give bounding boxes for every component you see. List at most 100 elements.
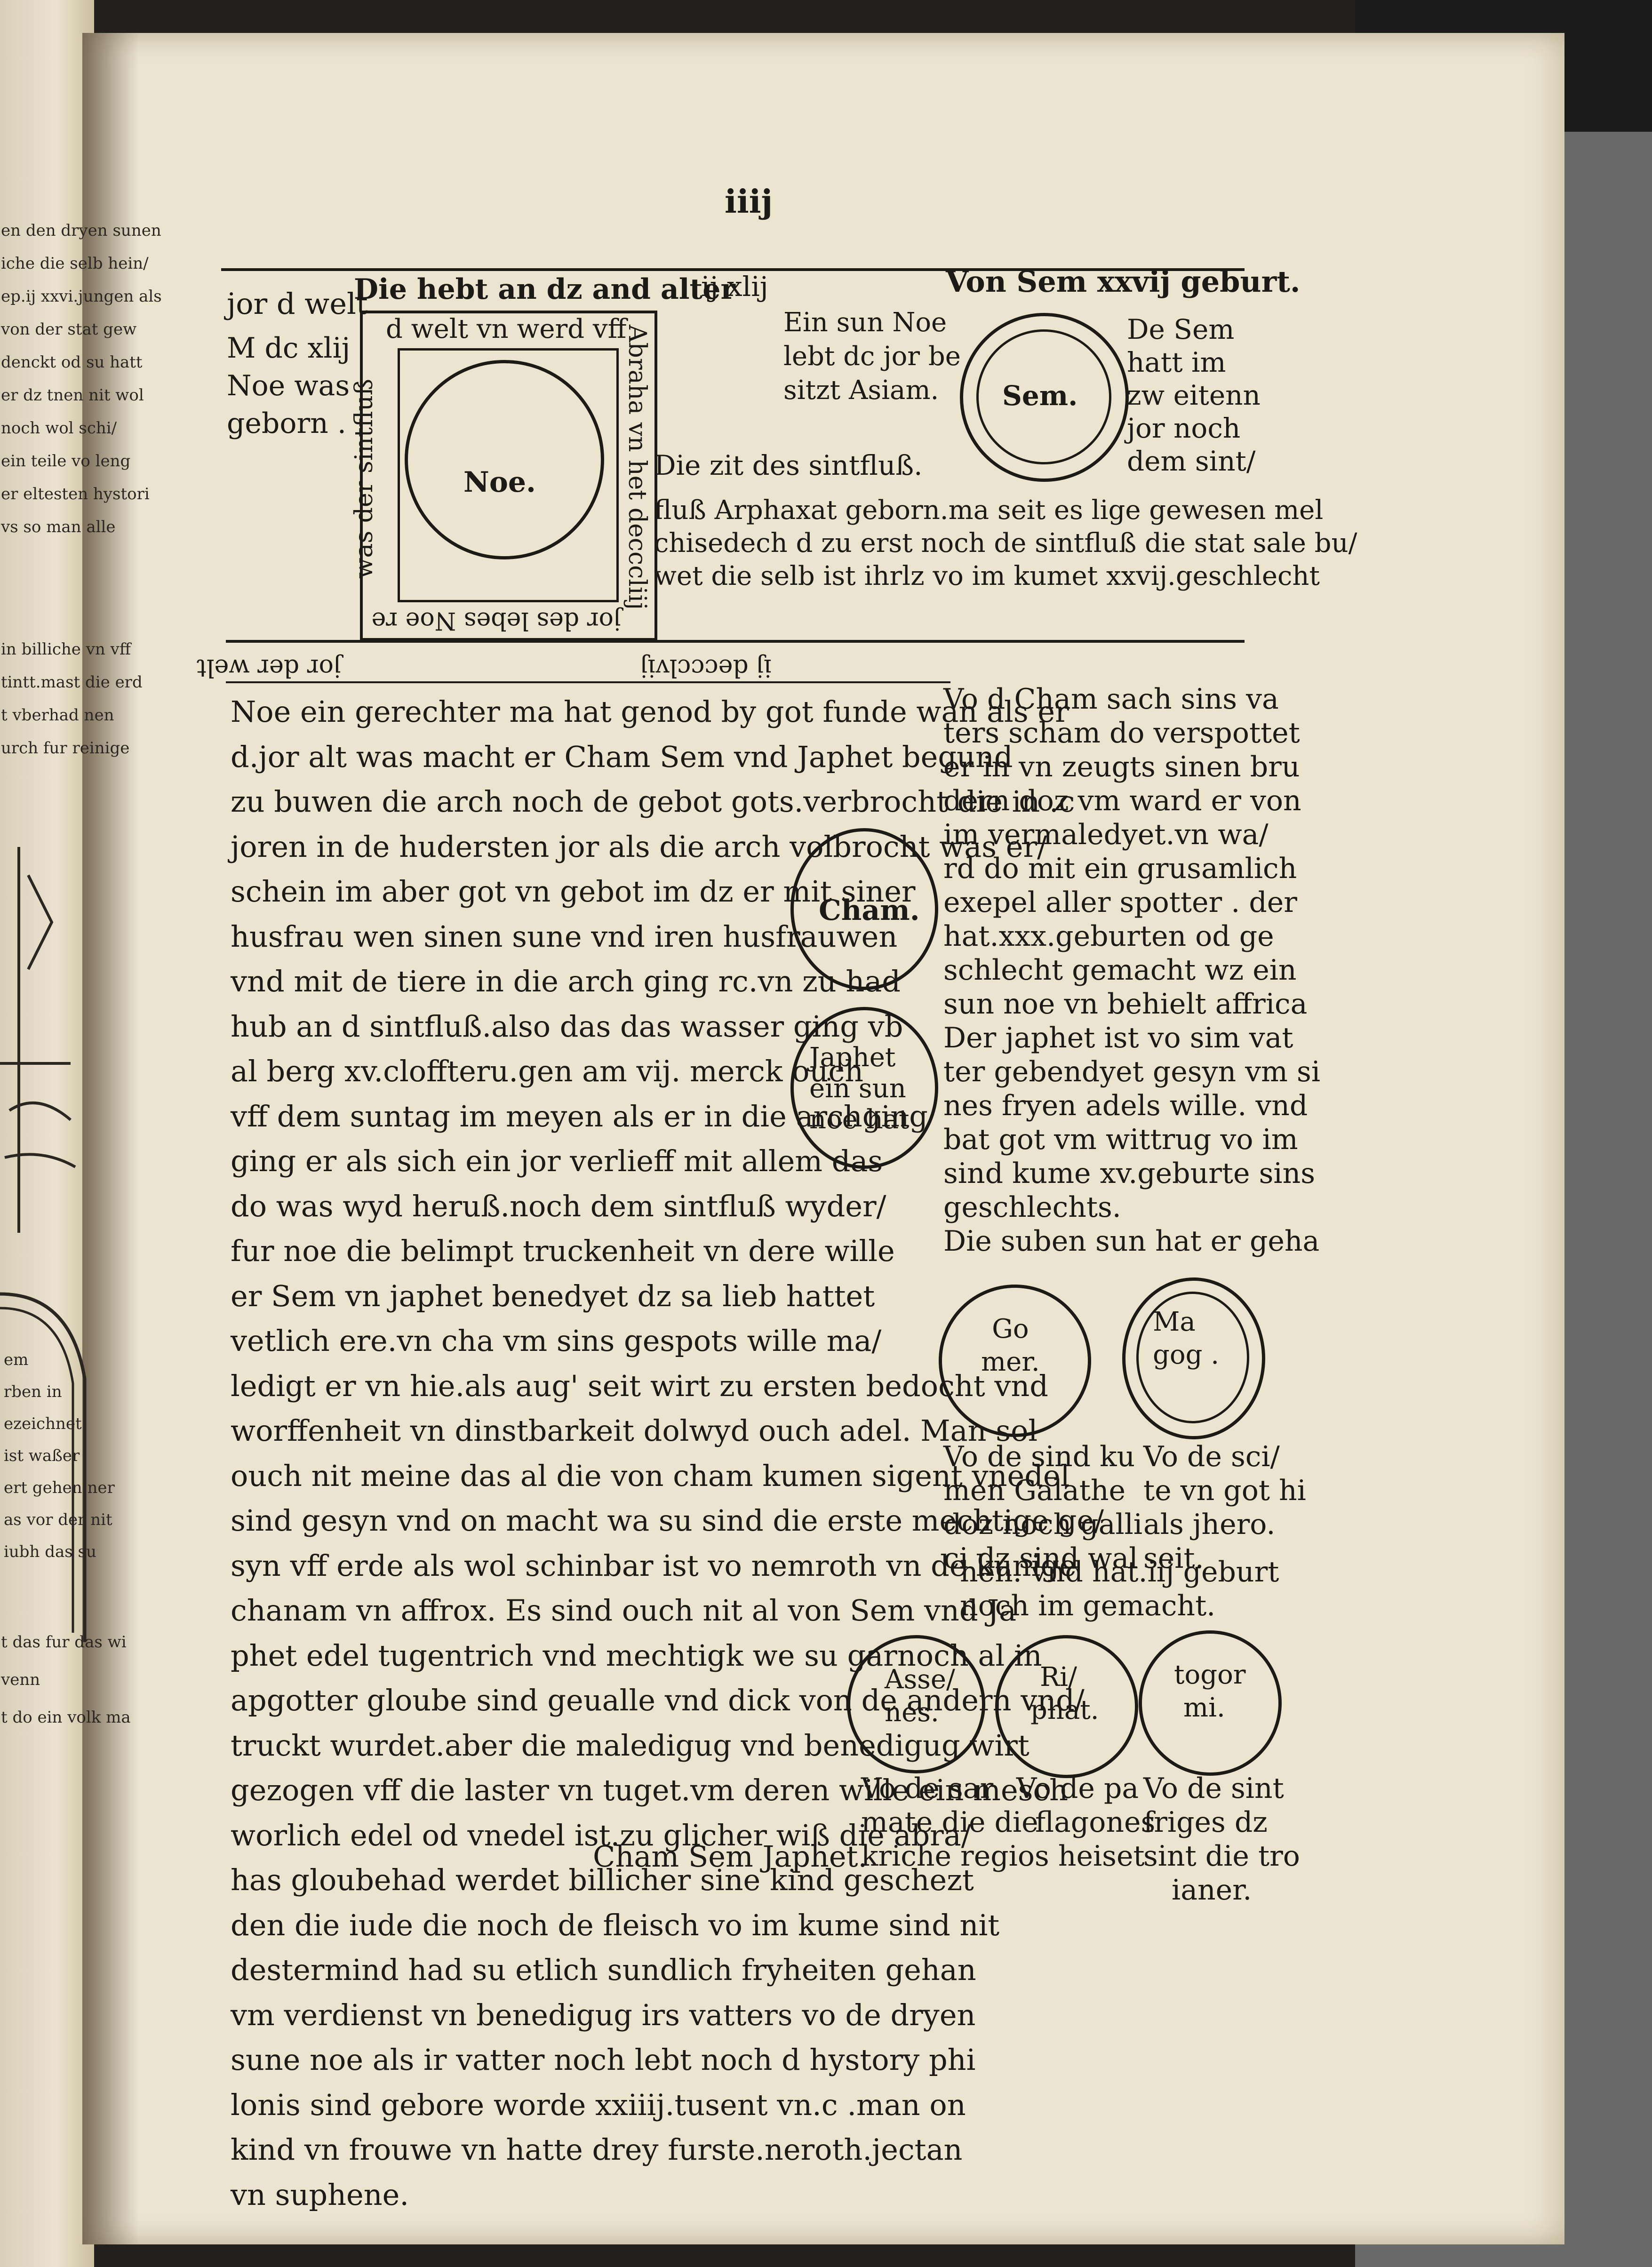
fragment-line: as vor der nit — [4, 1510, 112, 1529]
caption-line: mate die die — [861, 1806, 1038, 1839]
magog-circle-outer — [1122, 1277, 1265, 1439]
main-line: worffenheit vn dinstbarkeit dolwyd ouch … — [231, 1413, 1038, 1448]
gomer-text-line: doz noch galli — [943, 1508, 1143, 1541]
gomer-text-line: noch im gemacht. — [960, 1589, 1216, 1622]
page-number: iiij — [725, 183, 773, 221]
japhet-line: noe hat — [809, 1104, 910, 1135]
header-right: Von Sem xxvij geburt. — [946, 264, 1301, 299]
sem-right-line: dem sint/ — [1127, 445, 1256, 477]
noe-circle — [405, 360, 604, 559]
noe-circle-label: Noe. — [463, 466, 536, 499]
gomer-text-line: Vo de sind ku — [943, 1440, 1135, 1473]
sem-right-text: De Sem hatt im zw eitenn jor noch dem si… — [1127, 313, 1261, 478]
main-line: den die iude die noch de fleisch vo im k… — [231, 1908, 1000, 1942]
gomer-line: mer. — [981, 1347, 1040, 1377]
fragment-line: venn — [1, 1670, 40, 1689]
magog-circle-inner — [1136, 1292, 1249, 1423]
magog-text-line: Vo de sci/ — [1143, 1440, 1280, 1473]
fragment-line: ert gehen ner — [4, 1478, 115, 1497]
main-line: sind gesyn vnd on macht wa su sind die e… — [231, 1503, 1104, 1538]
fragment-line: em — [4, 1350, 29, 1369]
fragment-line: von der stat gew — [1, 320, 137, 339]
riphat-line: Ri/ — [1040, 1662, 1077, 1692]
togormi-circle-label: togor mi. — [1174, 1659, 1246, 1724]
caption-togormi: Vo de sint friges dz sint die tro ianer. — [1143, 1772, 1300, 1907]
right-line: er in vn zeugts sinen bru — [943, 750, 1300, 783]
header-left: jor d welt — [227, 287, 368, 321]
sem-circle-label: Sem. — [1002, 380, 1078, 412]
fragment-line: er eltesten hystori — [1, 485, 150, 503]
fragment-line: ist waßer — [4, 1446, 80, 1465]
note-line: M dc xlij — [227, 332, 351, 365]
riphat-circle — [995, 1635, 1138, 1778]
right-line: Vo d Cham sach sins va — [943, 683, 1279, 716]
header-folio: ij xlij — [701, 271, 768, 303]
fragment-line: ep.ij xxvi.jungen als — [1, 287, 162, 306]
gomer-text-line: ci dz sind wal — [943, 1542, 1138, 1575]
main-line: gezogen vff die laster vn tuget.vm deren… — [231, 1773, 1069, 1807]
main-line: fur noe die belimpt truckenheit vn dere … — [231, 1234, 895, 1268]
fragment-line: tintt.mast die erd — [1, 673, 143, 692]
noe-frame-right-text: Abraha vn het decccliij — [623, 325, 651, 610]
main-line: vn suphene. — [231, 2177, 409, 2212]
sem-intro-line: lebt dc jor be — [783, 341, 961, 372]
right-column-text: Vo d Cham sach sins va ters scham do ver… — [943, 682, 1320, 1258]
asenes-circle — [847, 1635, 985, 1773]
sem-intro-line: sitzt Asiam. — [783, 375, 939, 406]
fragment-line: t vberhad nen — [1, 706, 114, 725]
togormi-line: togor — [1174, 1660, 1246, 1690]
fragment-line: rben in — [4, 1382, 62, 1401]
main-line: vm verdienst vn benedigug irs vatters vo… — [231, 1997, 976, 2032]
sem-right-line: jor noch — [1127, 412, 1241, 444]
sem-intro-line: Ein sun Noe — [783, 307, 947, 338]
right-line: Der japhet ist vo sim vat — [943, 1022, 1293, 1054]
main-line: chanam vn affrox. Es sind ouch nit al vo… — [231, 1593, 1017, 1628]
sem-right-line: De Sem — [1127, 313, 1235, 345]
main-line: sune noe als ir vatter noch lebt noch d … — [231, 2043, 976, 2077]
fragment-line: in billiche vn vff — [1, 640, 131, 659]
fragment-line: ezeichnet — [4, 1414, 82, 1433]
asenes-line: Asse/ — [885, 1664, 955, 1695]
main-line: kind vn frouwe vn hatte drey furste.nero… — [231, 2132, 963, 2167]
sem-full-text: fluß Arphaxat geborn.ma seit es lige gew… — [654, 494, 1357, 593]
caption-line: friges dz — [1143, 1806, 1268, 1839]
togormi-circle — [1139, 1630, 1282, 1776]
main-line: al berg xv.cloffteru.gen am vij. merck o… — [231, 1054, 864, 1088]
sem-circle-outer — [960, 313, 1129, 482]
main-line: ging er als sich ein jor verlieff mit al… — [231, 1144, 883, 1178]
caption-line: Vo de sar — [861, 1772, 994, 1805]
magog-line: gog . — [1153, 1340, 1220, 1370]
arch-border-icon — [0, 1292, 87, 1642]
gomer-circle-label: Go mer. — [981, 1313, 1040, 1379]
gomer-text-line: men Galathe — [943, 1474, 1126, 1507]
main-line: vetlich ere.vn cha vm sins gespots wille… — [231, 1324, 882, 1358]
togormi-line: mi. — [1183, 1692, 1225, 1723]
japhet-circle — [790, 1007, 938, 1169]
caption-line: sint die tro — [1143, 1840, 1300, 1873]
sem-full-line: chisedech d zu erst noch de sintfluß die… — [654, 528, 1357, 559]
fragment-line: urch fur reinige — [1, 739, 130, 758]
main-text: Noe ein gerechter ma hat genod by got fu… — [231, 689, 1104, 2217]
facing-page-arch — [0, 1285, 89, 1642]
facing-page — [0, 0, 94, 2267]
noe-frame-bottom-text: jor des lebes Noe re — [371, 607, 621, 635]
gomer-line: Go — [992, 1314, 1029, 1344]
note-line: geborn . — [227, 407, 346, 440]
main-line: lonis sind gebore worde xxiiij.tusent vn… — [231, 2087, 966, 2122]
caption-line: kriche regios heiset — [861, 1840, 1145, 1873]
magog-line: Ma — [1153, 1307, 1196, 1337]
main-line: destermind had su etlich sundlich fryhei… — [231, 1953, 976, 1987]
fragment-line: iche die selb hein/ — [1, 254, 149, 273]
main-line: do was wyd heruß.noch dem sintfluß wyder… — [231, 1189, 886, 1223]
right-line: geschlechts. — [943, 1191, 1121, 1224]
right-line: dern doz vm ward er von — [943, 784, 1301, 817]
flood-line: Die zit des sintfluß. — [654, 449, 923, 481]
main-line: ouch nit meine das al die von cham kumen… — [231, 1458, 1070, 1493]
sem-circle-inner — [976, 329, 1111, 464]
gomer-circle — [939, 1285, 1091, 1437]
right-line: rd do mit ein grusamlich — [943, 852, 1297, 885]
cham-circle-label: Cham. — [819, 894, 920, 927]
magog-circle-label: Ma gog . — [1153, 1306, 1219, 1372]
facing-page-woodcut — [0, 828, 80, 1252]
inverted-line-center: ij deccclvij — [640, 654, 772, 682]
